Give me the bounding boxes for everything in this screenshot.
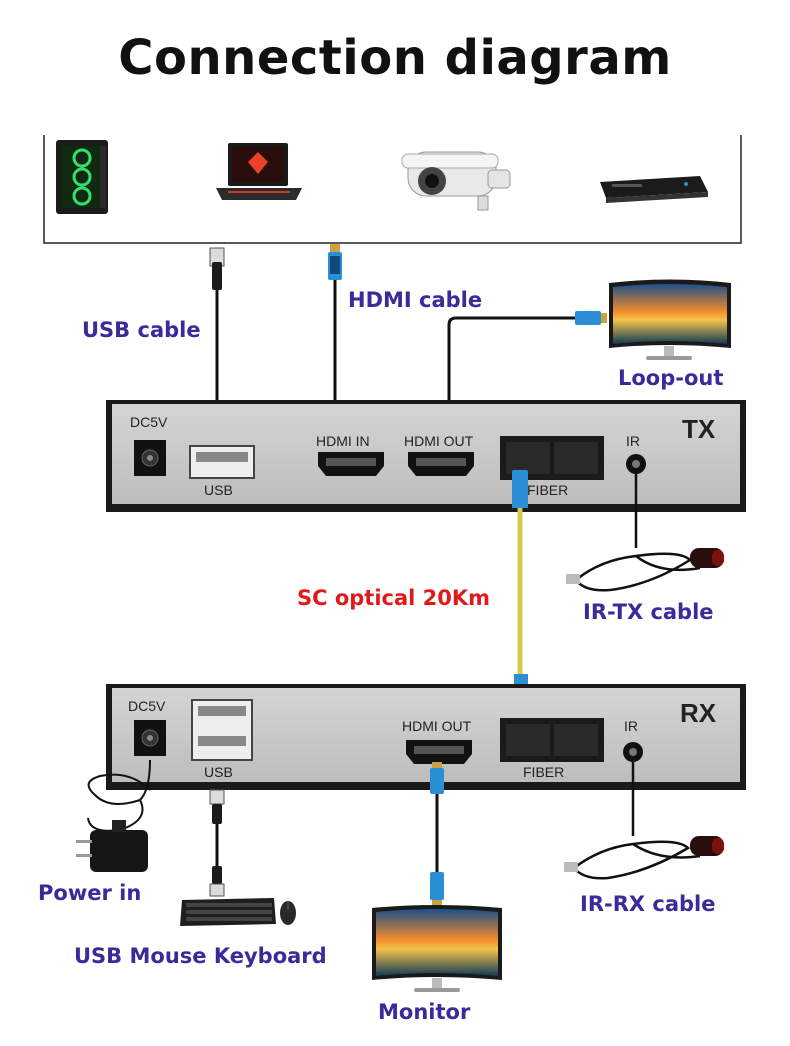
tx-port-ir-label: IR (626, 433, 640, 449)
tx-port-dc-label: DC5V (130, 414, 168, 430)
rx-extender-device (106, 684, 746, 790)
rx-port-usb-label: USB (204, 764, 233, 780)
laptop-icon (216, 143, 302, 200)
ir-rx-cable (564, 762, 724, 880)
tx-port-fiber-label: FIBER (527, 482, 569, 498)
ir-tx-cable (566, 474, 724, 592)
ir-tx-cable-label: IR-TX cable (583, 600, 714, 624)
rx-device-name: RX (680, 698, 717, 728)
rx-port-dc-label: DC5V (128, 698, 166, 714)
desktop-pc-icon (56, 140, 108, 214)
tx-port-usb-label: USB (204, 482, 233, 498)
rx-port-hdmi-out-label: HDMI OUT (402, 718, 472, 734)
security-camera-icon (401, 151, 511, 211)
rx-port-fiber-label: FIBER (523, 764, 565, 780)
tx-device-name: TX (682, 414, 716, 444)
tx-extender-device (106, 400, 746, 512)
hdmi-monitor-cable (430, 762, 444, 906)
power-adapter-icon (76, 759, 151, 872)
keyboard-icon (180, 898, 276, 926)
sc-optical-label: SC optical 20Km (297, 586, 491, 610)
hdmi-cable-label: HDMI cable (348, 288, 483, 312)
ir-rx-cable-label: IR-RX cable (580, 892, 716, 916)
loop-out-label: Loop-out (618, 366, 724, 390)
mouse-icon (280, 901, 296, 925)
page-title: Connection diagram (118, 30, 672, 86)
tx-port-hdmi-in-label: HDMI IN (316, 433, 370, 449)
usb-mouse-keyboard-label: USB Mouse Keyboard (74, 944, 327, 968)
usb-cable-label: USB cable (82, 318, 201, 342)
monitor-icon (372, 905, 502, 992)
monitor-label: Monitor (378, 1000, 471, 1024)
dvd-player-icon (600, 176, 708, 203)
source-devices-frame (43, 135, 742, 244)
tx-port-hdmi-out-label: HDMI OUT (404, 433, 474, 449)
usb-keyboard-cable (209, 789, 225, 897)
loop-out-monitor-icon (609, 279, 731, 360)
rx-port-ir-label: IR (624, 718, 638, 734)
power-in-label: Power in (38, 881, 142, 905)
